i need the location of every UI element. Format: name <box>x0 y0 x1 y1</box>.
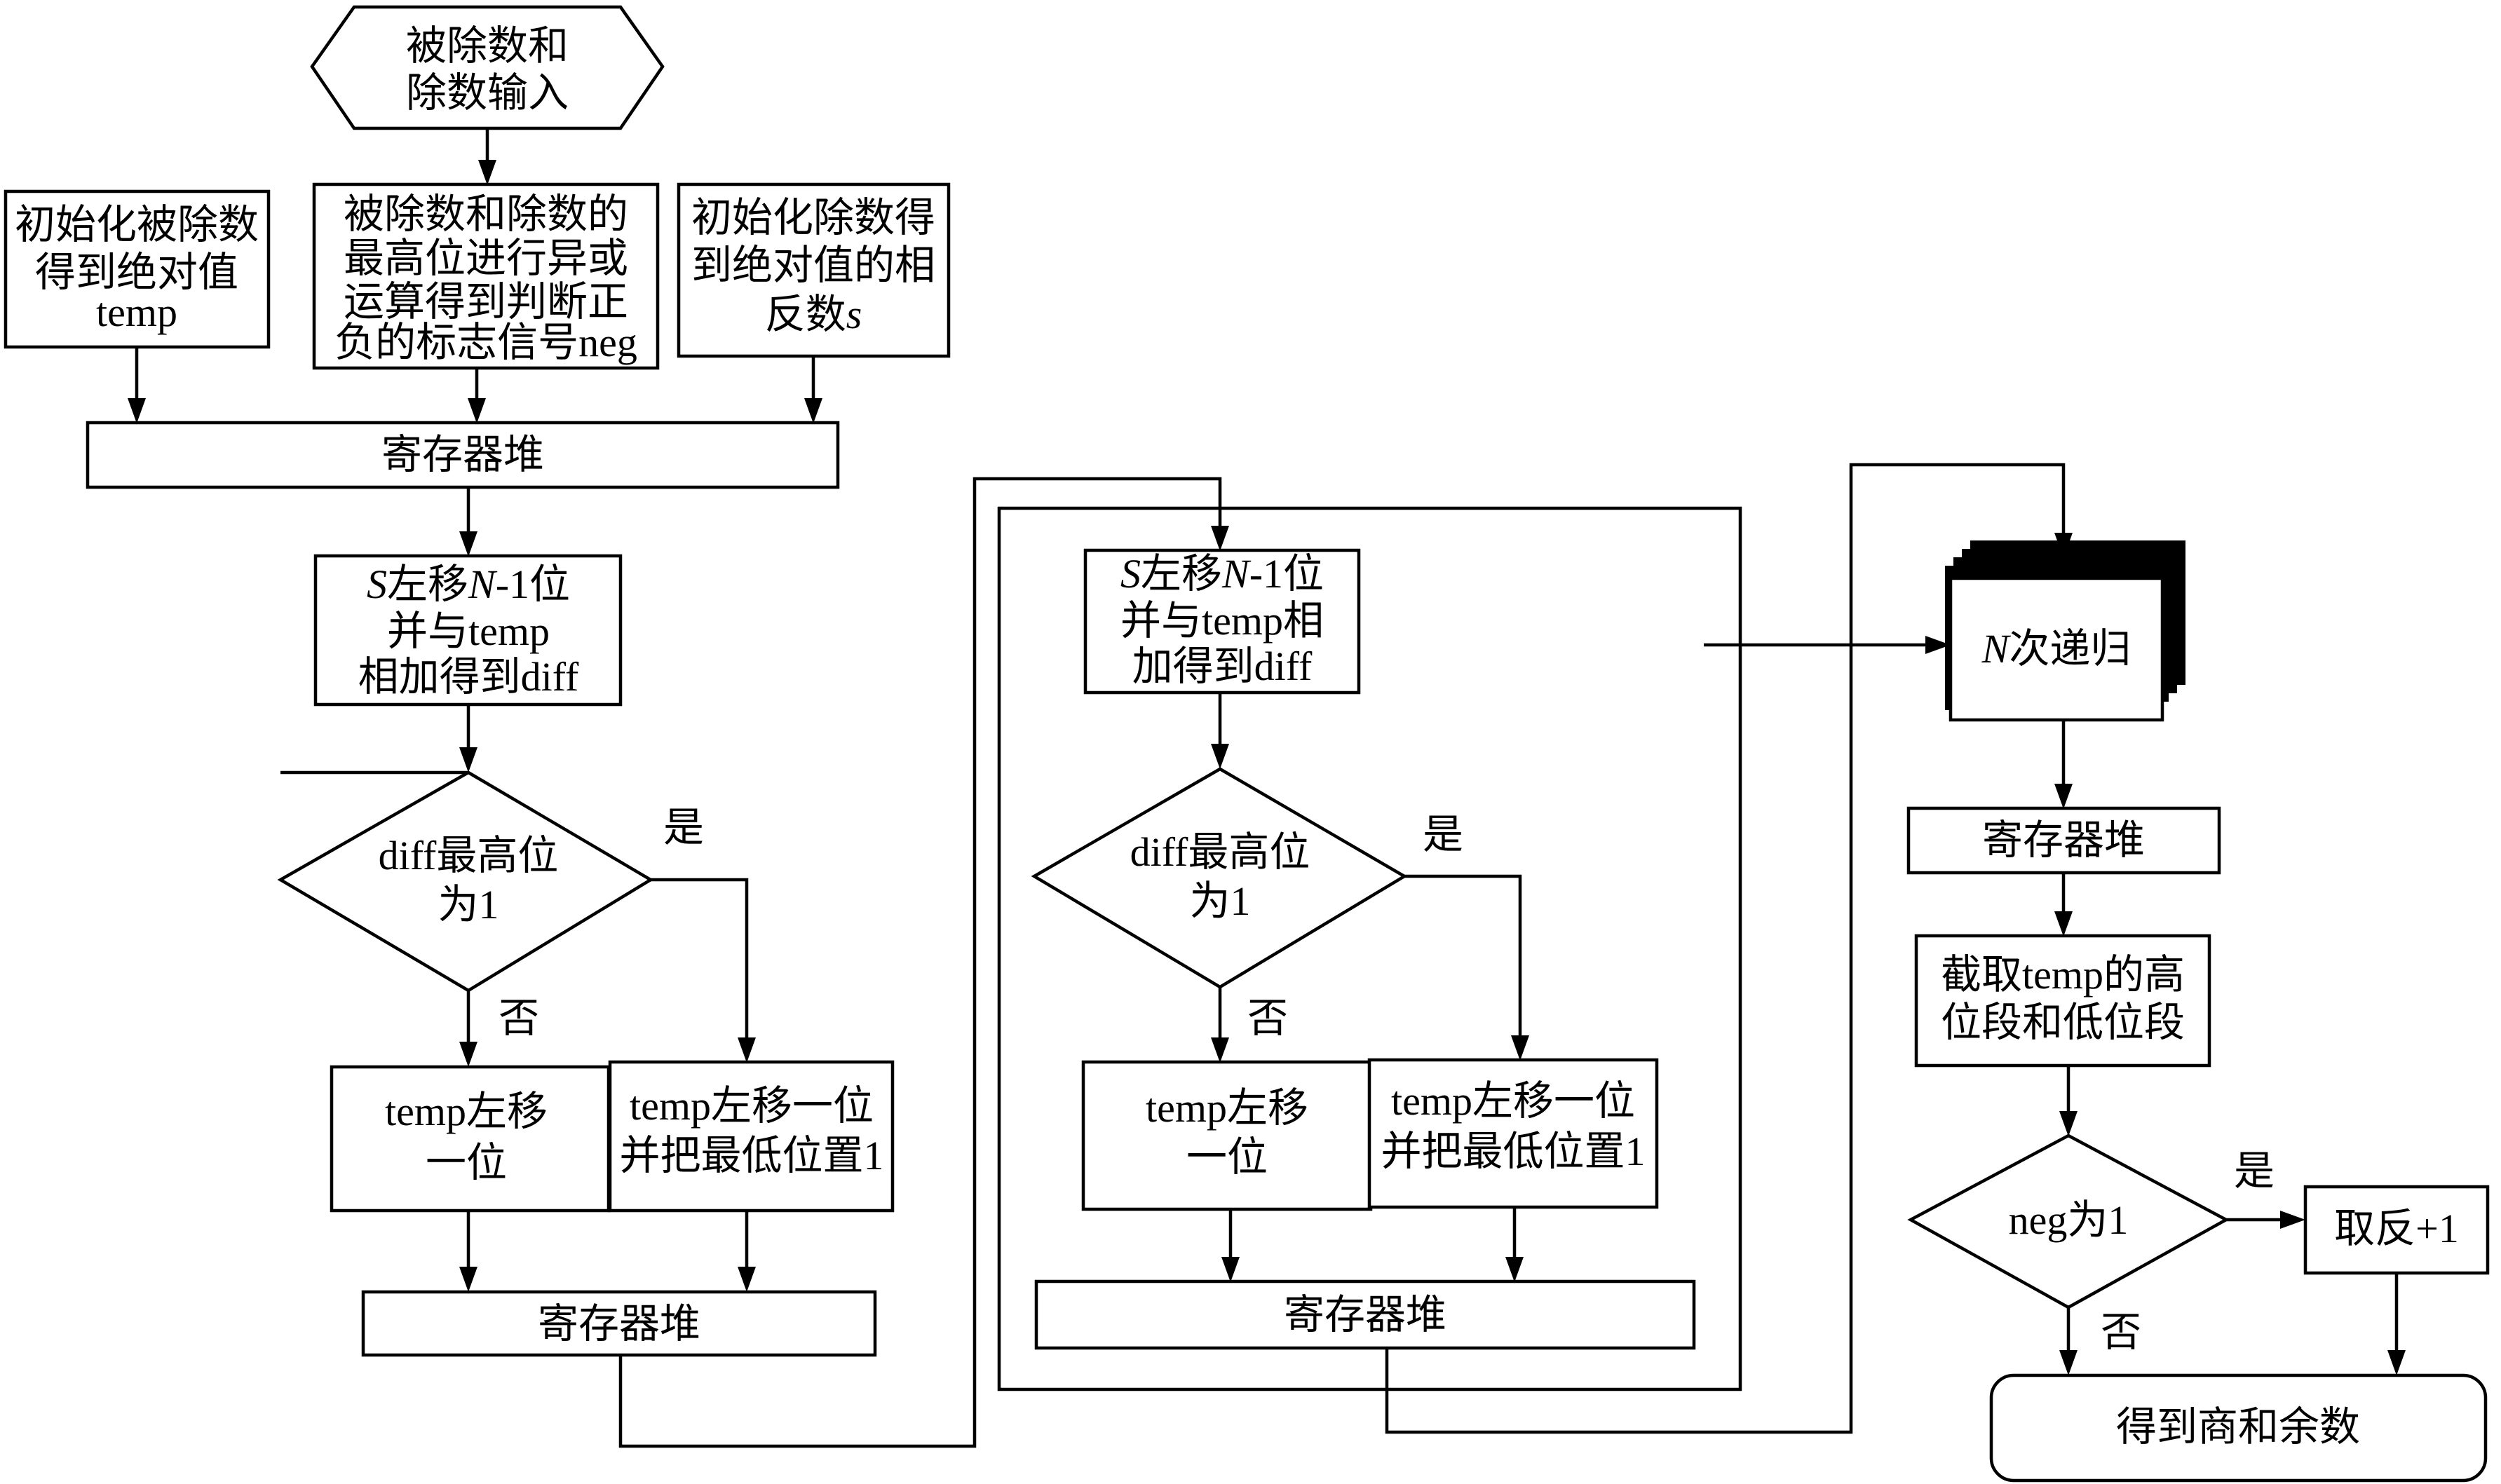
xor-line4: 负的标志信号neg <box>334 320 637 365</box>
init-dividend-line3: temp <box>96 290 177 335</box>
register-heap-mid <box>1034 1279 1696 1350</box>
temp-shift-left-line1: temp左移 <box>385 1089 548 1134</box>
shift-add-box-left <box>313 554 623 707</box>
recursion-label: N次递归 <box>1981 626 2131 672</box>
init-divisor-line2: 到绝对值的相 <box>691 243 935 288</box>
no-label-left: 否 <box>499 995 539 1041</box>
neg-decision-label: neg为1 <box>2009 1197 2129 1243</box>
negate-box <box>2303 1185 2490 1275</box>
temp-shift-set-mid-line1: temp左移一位 <box>1391 1078 1635 1124</box>
truncate-line1: 截取temp的高 <box>1941 952 2185 998</box>
diff-decision-mid-line2: 为1 <box>1189 878 1250 924</box>
temp-shift-left-line2: 一位 <box>426 1140 507 1185</box>
register-heap-right-label: 寄存器堆 <box>1982 817 2145 863</box>
temp-shift-set-mid-line2: 并把最低位置1 <box>1381 1129 1645 1174</box>
init-dividend-line2: 得到绝对值 <box>35 250 238 295</box>
temp-shift-mid-line1: temp左移 <box>1146 1085 1308 1131</box>
init-dividend-box <box>4 189 271 349</box>
shift-add-left-line1: S左移N-1位 <box>367 561 570 607</box>
register-heap-top <box>86 421 840 489</box>
temp-shift-box-mid <box>1081 1060 1373 1211</box>
shift-add-box-mid <box>1083 548 1361 695</box>
temp-shift-set-left-line2: 并把最低位置1 <box>619 1133 883 1178</box>
xor-line1: 被除数和除数的 <box>344 191 628 237</box>
shift-add-mid-line3: 加得到diff <box>1132 644 1313 689</box>
result-box <box>1989 1373 2488 1483</box>
negate-label: 取反+1 <box>2334 1206 2459 1251</box>
temp-shift-set-box-mid <box>1367 1058 1659 1209</box>
temp-shift-mid-line2: 一位 <box>1186 1134 1268 1180</box>
yes-label-mid: 是 <box>1423 812 1463 857</box>
register-heap-top-label: 寄存器堆 <box>381 432 544 477</box>
init-divisor-line1: 初始化除数得 <box>691 195 935 240</box>
result-label: 得到商和余数 <box>2116 1404 2360 1450</box>
shift-add-left-line2: 并与temp <box>387 608 550 654</box>
shift-add-mid-line1: S左移N-1位 <box>1120 551 1324 597</box>
input-line2: 除数输入 <box>406 70 569 116</box>
register-heap-mid-label: 寄存器堆 <box>1284 1292 1446 1337</box>
register-heap-left <box>361 1290 877 1357</box>
diff-decision-mid-line1: diff最高位 <box>1130 829 1310 875</box>
input-hexagon <box>310 5 665 130</box>
init-divisor-line3: 反数s <box>765 292 862 337</box>
diff-decision-left-line2: 为1 <box>438 882 499 927</box>
init-divisor-box <box>677 182 951 358</box>
yes-label-right: 是 <box>2234 1148 2275 1194</box>
xor-line3: 运算得到判断正 <box>344 279 628 325</box>
init-dividend-line1: 初始化被除数 <box>15 202 259 247</box>
register-heap-left-label: 寄存器堆 <box>538 1301 700 1347</box>
shift-add-mid-line2: 并与temp相 <box>1120 598 1324 644</box>
diff-decision-left-line1: diff最高位 <box>379 833 559 878</box>
xor-line2: 最高位进行异或 <box>344 236 628 281</box>
recursion-stack <box>1945 540 2185 722</box>
yes-label-left: 是 <box>663 805 704 850</box>
shift-add-left-line3: 相加得到diff <box>358 654 579 700</box>
temp-shift-set-left-line1: temp左移一位 <box>630 1083 874 1129</box>
no-label-right: 否 <box>2101 1309 2141 1355</box>
temp-shift-set-box-left <box>608 1060 895 1213</box>
connectors <box>128 128 2406 1448</box>
register-heap-right <box>1906 806 2221 875</box>
input-line1: 被除数和 <box>406 23 569 69</box>
no-label-mid: 否 <box>1247 995 1288 1041</box>
truncate-line2: 位段和低位段 <box>1941 1000 2185 1045</box>
xor-box <box>312 182 660 370</box>
truncate-box <box>1914 934 2211 1068</box>
